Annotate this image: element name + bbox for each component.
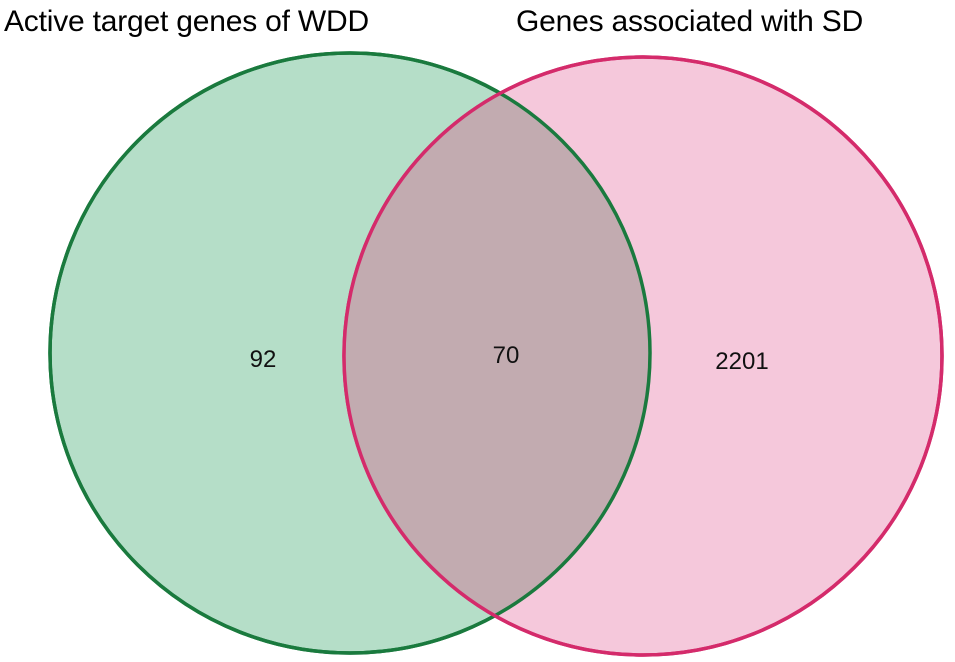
left-set-outline (48, 51, 652, 655)
right-set-label: Genes associated with SD (516, 5, 864, 38)
left-only-count: 92 (249, 346, 277, 373)
intersection-count: 70 (492, 342, 520, 369)
right-only-count: 2201 (715, 348, 769, 375)
right-set-outline (342, 55, 944, 657)
intersection-region (344, 57, 650, 653)
left-set-label: Active target genes of WDD (4, 5, 369, 38)
